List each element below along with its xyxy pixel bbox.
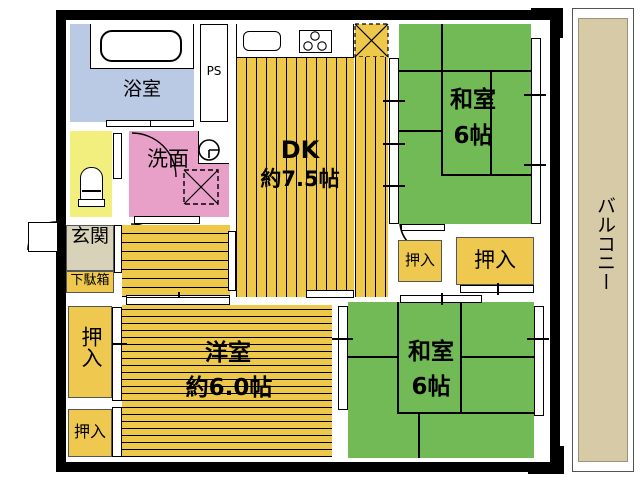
room-washitsu-northeast xyxy=(399,24,531,224)
toilet-seat-line xyxy=(82,190,101,192)
balcony-floor xyxy=(578,18,628,462)
se-top-door-divider xyxy=(441,293,443,305)
ne-window-mark-1 xyxy=(524,94,546,96)
se-west-mark xyxy=(331,338,353,340)
tatami-line-se-2 xyxy=(348,356,397,358)
yoshitsu-entry-door[interactable] xyxy=(112,407,122,457)
se-balcony-window[interactable] xyxy=(534,306,544,416)
yoshitsu-closet-door[interactable] xyxy=(112,307,122,401)
toilet-door[interactable] xyxy=(113,133,122,179)
pipe-shaft xyxy=(200,24,228,122)
bathtub-icon xyxy=(100,30,182,62)
ne-bottom-door[interactable] xyxy=(401,224,445,231)
washroom-label: 洗面 xyxy=(147,147,189,171)
washroom-door[interactable] xyxy=(134,216,200,224)
room-yoshitsu xyxy=(122,305,332,457)
washitsu-se-name-label: 和室 xyxy=(408,339,454,365)
dk-area-label: 約7.5帖 xyxy=(260,167,340,191)
tatami-line-se-3 xyxy=(397,412,534,414)
tatami-line-se-6 xyxy=(418,412,420,458)
entrance-door[interactable] xyxy=(28,222,58,252)
tatami-line-se-1 xyxy=(397,302,399,412)
closet-left-lower-label: 押入 xyxy=(73,422,106,441)
ne-west-sliding-door[interactable] xyxy=(389,58,399,224)
tatami-line-se-5 xyxy=(460,356,534,358)
toilet-tank-icon xyxy=(78,199,105,207)
stove xyxy=(299,30,332,53)
tatami-line-ne-6 xyxy=(490,70,492,174)
washitsu-ne-area-label: 6帖 xyxy=(453,123,493,149)
tatami-line-ne-3 xyxy=(441,70,443,174)
dk-name-label: DK xyxy=(280,136,320,164)
tatami-line-ne-4 xyxy=(399,130,441,132)
ne-west-mark-3 xyxy=(383,185,405,187)
closet-mid-small-label: 押入 xyxy=(404,251,435,269)
kitchen-sink xyxy=(243,31,281,51)
closet-mid-small xyxy=(398,240,442,282)
closet-mid-large-label: 押入 xyxy=(474,248,516,272)
tatami-line-ne-5 xyxy=(441,174,531,176)
closet-left-upper-label: 押入 xyxy=(79,326,103,368)
washitsu-se-area-label: 6帖 xyxy=(411,374,451,400)
room-dk xyxy=(236,24,354,297)
tatami-line-ne-2 xyxy=(399,70,531,72)
room-washitsu-southeast xyxy=(348,302,534,458)
se-west-sliding-door[interactable] xyxy=(338,306,348,410)
ne-window-mark-2 xyxy=(524,164,546,166)
bathroom-door-divider xyxy=(150,120,151,127)
balcony-label: バルコニー xyxy=(594,196,616,291)
ne-west-mark-2 xyxy=(383,143,405,145)
closet-mid-large-door-divider xyxy=(497,283,499,295)
closet-mid-large xyxy=(456,237,534,285)
getabako-label: 下駄箱 xyxy=(70,273,110,288)
yoshitsu-name-label: 洋室 xyxy=(205,340,251,366)
yoshitsu-top-window[interactable] xyxy=(126,297,230,305)
hall-side-panel xyxy=(114,225,122,273)
tatami-line-ne-1 xyxy=(441,24,443,70)
yoshitsu-area-label: 約6.0帖 xyxy=(185,375,273,401)
ne-alcove xyxy=(505,24,531,44)
closet-left-upper xyxy=(68,306,112,398)
closet-left-lower xyxy=(68,409,112,457)
hallway xyxy=(122,225,230,297)
ne-balcony-window[interactable] xyxy=(531,38,541,224)
se-window-mark xyxy=(527,338,549,340)
yoshitsu-closet-door-mark xyxy=(105,343,127,345)
dk-bottom-door[interactable] xyxy=(306,290,354,298)
dk-hall-door[interactable] xyxy=(228,231,236,291)
ne-west-mark-1 xyxy=(383,100,405,102)
washitsu-ne-name-label: 和室 xyxy=(450,87,496,113)
pipe-shaft-label: PS xyxy=(206,64,222,78)
room-genkan xyxy=(66,225,114,271)
getabako xyxy=(66,271,114,293)
dk-fridge-strip xyxy=(355,57,388,297)
bathroom-label: 浴室 xyxy=(122,78,161,100)
genkan-label: 玄関 xyxy=(70,225,109,247)
